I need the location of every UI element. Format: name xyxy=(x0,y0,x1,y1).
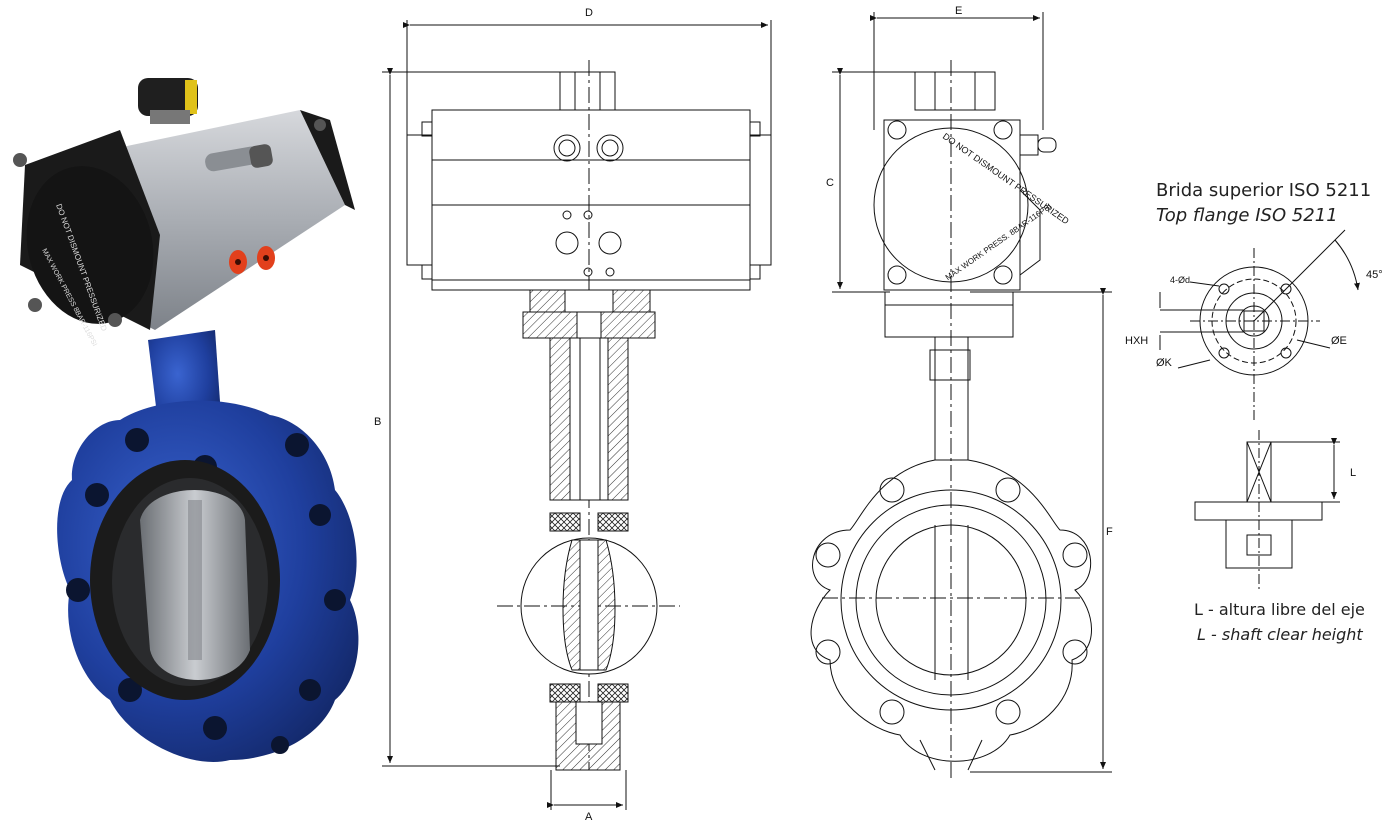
flange-oe-label: ØE xyxy=(1331,335,1347,347)
flange-detail-drawing xyxy=(1159,229,1360,590)
flange-title-en: Top flange ISO 5211 xyxy=(1156,205,1338,226)
shaft-caption-en: L - shaft clear height xyxy=(1197,625,1363,644)
flange-hxh-label: HXH xyxy=(1125,335,1148,347)
dimension-b-label: B xyxy=(374,416,381,428)
side-view-drawing xyxy=(382,20,772,810)
front-view-drawing xyxy=(810,12,1112,780)
dimension-a-label: A xyxy=(585,811,593,823)
flange-title-es: Brida superior ISO 5211 xyxy=(1156,180,1372,201)
front-warning-text: DO NOT DISMOUNT PRESSURIZED xyxy=(941,131,1071,226)
dimension-c-label: C xyxy=(826,177,834,189)
shaft-caption-es: L - altura libre del eje xyxy=(1194,600,1365,619)
flange-holes-label: 4-Ød xyxy=(1170,275,1190,285)
valve-photo: DO NOT DISMOUNT PRESSURIZED MAX WORK PRE… xyxy=(13,78,359,762)
dimension-d-label: D xyxy=(585,7,593,19)
flange-angle-label: 45° xyxy=(1366,269,1383,281)
valve-body xyxy=(57,330,359,762)
dimension-f-label: F xyxy=(1106,526,1113,538)
flange-l-label: L xyxy=(1350,467,1356,479)
front-pressure-text: MAX WORK PRESS. 8BAR-116PSI xyxy=(944,202,1054,282)
dimension-e-label: E xyxy=(955,5,962,17)
actuator-photo: DO NOT DISMOUNT PRESSURIZED MAX WORK PRE… xyxy=(13,78,355,348)
flange-ok-label: ØK xyxy=(1156,357,1173,369)
position-indicator-icon xyxy=(138,78,198,116)
